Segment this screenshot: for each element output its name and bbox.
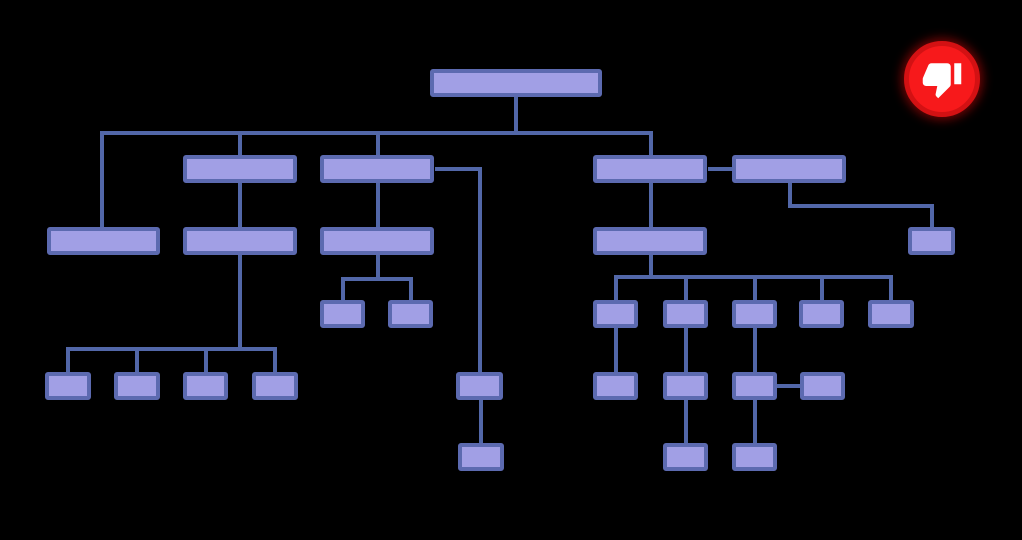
- org-node-mid4-2[interactable]: [388, 300, 433, 328]
- org-node-root[interactable]: [430, 69, 602, 97]
- org-node-r-row2-1[interactable]: [593, 372, 638, 400]
- org-node-r-row3-1[interactable]: [663, 443, 708, 471]
- org-node-mid-lower[interactable]: [458, 443, 504, 471]
- connector-segment: [777, 384, 800, 388]
- connector-segment: [648, 183, 653, 227]
- org-node-l2-4[interactable]: [732, 155, 846, 183]
- thumbs-down-icon: [922, 63, 962, 99]
- org-node-r-row2-4[interactable]: [800, 372, 845, 400]
- connector-segment: [787, 183, 792, 208]
- connector-segment: [203, 347, 208, 372]
- connector-segment: [613, 275, 618, 300]
- org-node-l2-2[interactable]: [320, 155, 434, 183]
- connector-segment: [375, 131, 380, 155]
- org-node-l3-1[interactable]: [183, 227, 297, 255]
- connector-segment: [889, 275, 893, 300]
- connector-segment: [683, 275, 688, 300]
- org-node-mid-upper[interactable]: [456, 372, 503, 400]
- connector-segment: [375, 255, 380, 281]
- connector-segment: [752, 275, 757, 300]
- connector-segment: [683, 328, 688, 372]
- connector-segment: [238, 131, 242, 155]
- connector-segment: [479, 400, 483, 443]
- connector-segment: [513, 97, 518, 135]
- connector-segment: [683, 400, 688, 443]
- org-node-r-row2-3[interactable]: [732, 372, 777, 400]
- org-node-mid4-1[interactable]: [320, 300, 365, 328]
- connector-segment: [66, 347, 277, 351]
- org-node-l-leaf-1[interactable]: [45, 372, 91, 400]
- connector-segment: [708, 167, 732, 171]
- connector-segment: [478, 167, 482, 372]
- org-node-l-leaf-2[interactable]: [114, 372, 160, 400]
- connector-segment: [435, 167, 482, 171]
- connector-segment: [752, 328, 757, 372]
- connector-segment: [787, 204, 934, 208]
- feedback-badge[interactable]: [904, 41, 980, 117]
- connector-segment: [66, 347, 70, 372]
- org-node-r-row1-2[interactable]: [663, 300, 708, 328]
- org-node-r-row1-1[interactable]: [593, 300, 638, 328]
- connector-segment: [819, 275, 824, 300]
- org-node-l-leaf-3[interactable]: [183, 372, 228, 400]
- org-node-r-row1-4[interactable]: [799, 300, 844, 328]
- connector-segment: [340, 277, 413, 281]
- org-node-l3-3[interactable]: [593, 227, 707, 255]
- org-node-l-leaf-4[interactable]: [252, 372, 298, 400]
- org-node-l3-right-small[interactable]: [908, 227, 955, 255]
- org-node-r-row3-2[interactable]: [732, 443, 777, 471]
- org-node-r-row2-2[interactable]: [663, 372, 708, 400]
- connector-segment: [340, 277, 345, 300]
- connector-segment: [613, 328, 618, 372]
- connector-segment: [752, 400, 757, 443]
- connector-segment: [929, 204, 934, 227]
- org-node-l2-3[interactable]: [593, 155, 707, 183]
- connector-segment: [238, 183, 242, 227]
- org-node-r-row1-3[interactable]: [732, 300, 777, 328]
- connector-segment: [273, 347, 277, 372]
- org-node-r-row1-5[interactable]: [868, 300, 914, 328]
- connector-segment: [135, 347, 139, 372]
- connector-segment: [375, 183, 380, 227]
- connector-segment: [408, 277, 413, 300]
- connector-segment: [238, 255, 242, 351]
- org-node-l3-left[interactable]: [47, 227, 160, 255]
- org-node-l3-2[interactable]: [320, 227, 434, 255]
- connector-segment: [648, 131, 653, 155]
- connector-segment: [648, 255, 653, 279]
- org-node-l2-1[interactable]: [183, 155, 297, 183]
- connector-segment: [100, 131, 104, 227]
